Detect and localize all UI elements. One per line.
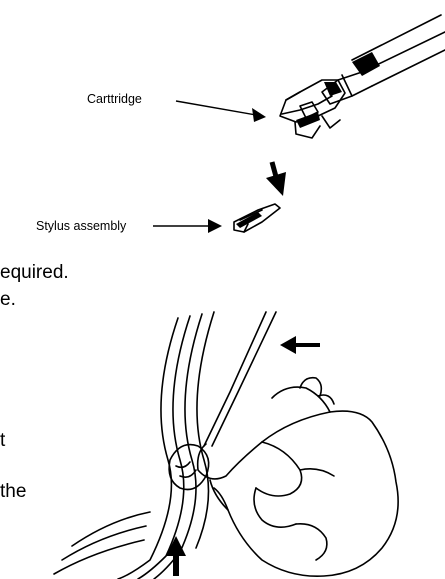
- stylus-cleaning-illustration: [0, 0, 445, 579]
